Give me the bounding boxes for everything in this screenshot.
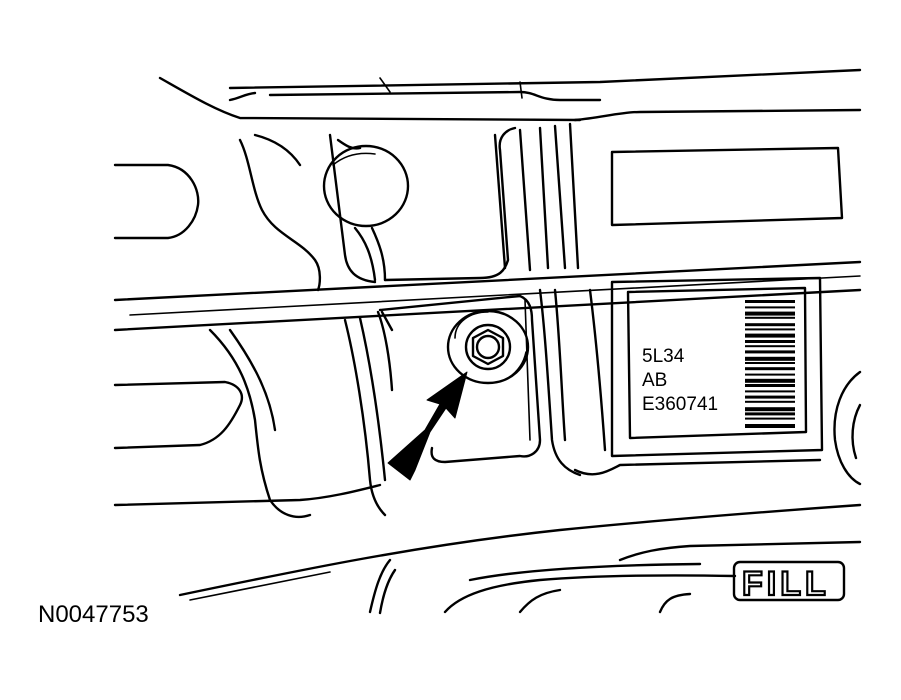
barcode-bar [745, 300, 795, 303]
bottom-details [368, 540, 862, 615]
barcode-bar [745, 384, 795, 387]
right-edge-curves [833, 370, 862, 486]
barcode-bar [745, 390, 795, 393]
callout-arrow [387, 371, 468, 481]
barcode-bar [745, 378, 795, 383]
barcode-bar [745, 306, 795, 309]
upper-ribs [238, 122, 580, 292]
barcode-bar [745, 362, 795, 364]
left-slot-outline [113, 163, 200, 240]
figure-id: N0047753 [38, 601, 149, 628]
tag-line-1: 5L34 [642, 346, 685, 367]
barcode-bar [745, 373, 795, 376]
case-plug [322, 144, 410, 228]
upper-pad [610, 146, 844, 227]
tag-line-2: AB [642, 370, 667, 391]
barcode-bar [745, 424, 795, 428]
check-plug-bolt [446, 309, 530, 385]
barcode-bar [745, 412, 795, 416]
barcode-bar [745, 323, 795, 327]
barcode-bar [745, 356, 795, 361]
upper-casting-outline [158, 68, 862, 122]
barcode-bar [745, 328, 795, 331]
barcode-bar [745, 367, 795, 371]
horizontal-band [113, 260, 862, 332]
barcode-bar [745, 316, 795, 319]
lower-casting-outline [113, 288, 862, 597]
barcode-bar [745, 417, 795, 420]
identification-tag: 5L34 AB E360741 [610, 276, 824, 458]
barcode-bar [745, 407, 795, 412]
barcode [745, 300, 795, 428]
barcode-bar [745, 340, 795, 343]
barcode-bar [745, 395, 795, 399]
barcode-bar [745, 350, 795, 354]
fill-marking: FILL [732, 560, 846, 604]
tag-line-3: E360741 [642, 394, 718, 415]
fill-marking-text: FILL [742, 565, 830, 603]
barcode-bar [745, 345, 795, 348]
barcode-bar [745, 400, 795, 403]
barcode-bar [745, 333, 795, 338]
plug-pocket [378, 294, 542, 464]
figure-leader-line [189, 571, 331, 601]
barcode-bar [745, 311, 795, 316]
